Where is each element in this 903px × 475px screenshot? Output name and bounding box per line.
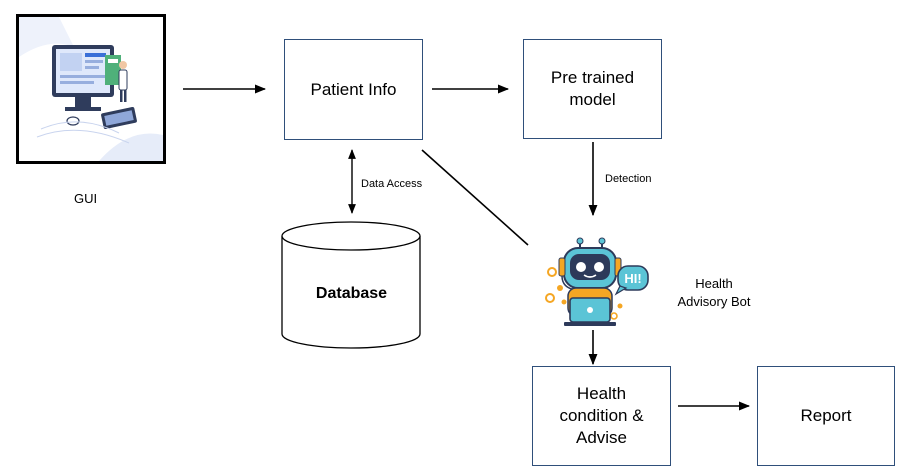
bot-bubble-text: HI! bbox=[624, 271, 641, 286]
computer-health-record-illustration-icon bbox=[19, 17, 163, 161]
health-advisory-bot-icon: HI! bbox=[545, 237, 649, 326]
health-advisory-bot-label: Health Advisory Bot bbox=[677, 276, 751, 309]
data-access-label: Data Access bbox=[361, 178, 423, 190]
database-cylinder-icon bbox=[281, 221, 421, 349]
detection-label: Detection bbox=[605, 173, 652, 185]
gui-label: GUI bbox=[74, 191, 98, 206]
patient-info-box: Patient Info bbox=[284, 39, 423, 140]
report-box: Report bbox=[757, 366, 895, 466]
gui-illustration bbox=[16, 14, 166, 164]
line-patient-info-to-bot bbox=[421, 149, 529, 246]
health-condition-box: Health condition & Advise bbox=[532, 366, 671, 466]
database-label: Database bbox=[315, 285, 388, 302]
pretrained-model-box: Pre trained model bbox=[523, 39, 662, 139]
